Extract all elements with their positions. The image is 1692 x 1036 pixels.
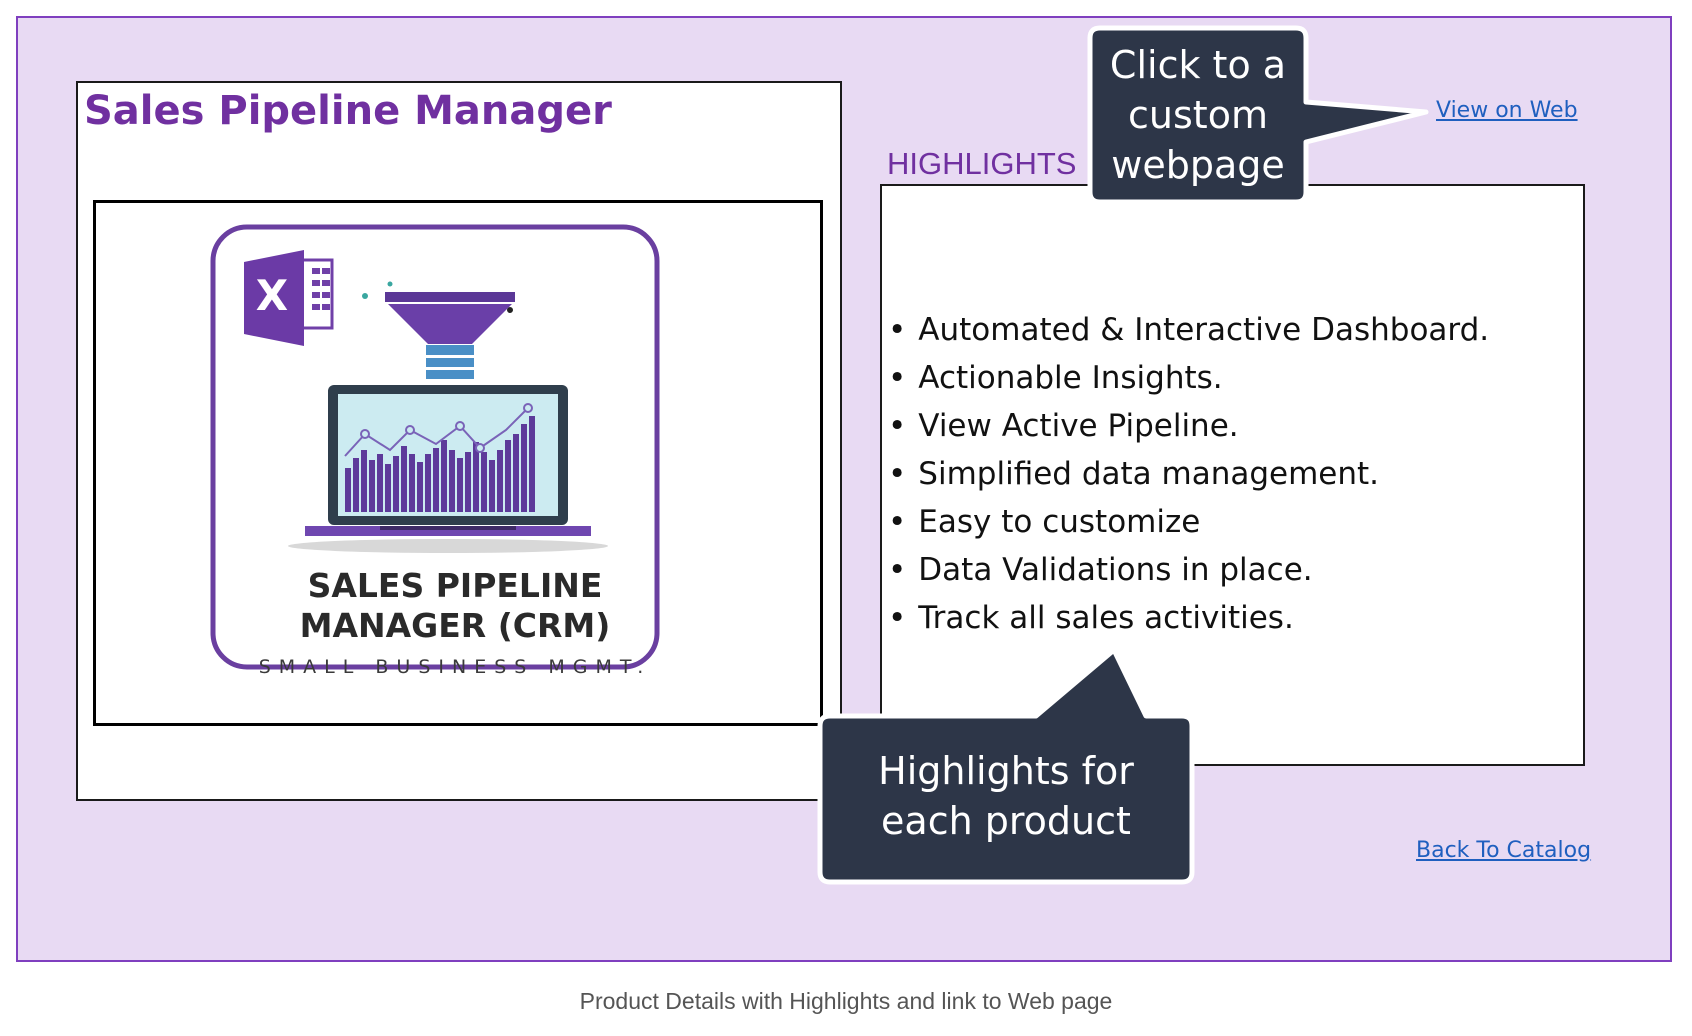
callout-web-line: webpage: [1111, 143, 1285, 187]
highlights-heading: HIGHLIGHTS: [887, 146, 1077, 181]
product-title: Sales Pipeline Manager: [84, 88, 612, 134]
back-to-catalog-link[interactable]: Back To Catalog: [1416, 838, 1592, 863]
highlights-list: Automated & Interactive Dashboard. Actio…: [888, 306, 1489, 642]
highlight-item: Easy to customize: [888, 498, 1489, 546]
highlight-item: Automated & Interactive Dashboard.: [888, 306, 1489, 354]
svg-text:X: X: [256, 271, 288, 320]
callout-highlights-line: Highlights for: [878, 749, 1134, 793]
callout-web-text: Click to a custom webpage: [1092, 40, 1304, 190]
funnel-icon: [385, 292, 515, 379]
callout-web-line: Click to a: [1109, 43, 1287, 87]
highlight-item: Data Validations in place.: [888, 546, 1489, 594]
logo-text-subtitle: MANAGER (CRM): [299, 606, 611, 645]
highlight-item: View Active Pipeline.: [888, 402, 1489, 450]
figure-caption: Product Details with Highlights and link…: [579, 988, 1113, 1014]
callout-web-line: custom: [1128, 93, 1268, 137]
logo-text-tagline: SMALL BUSINESS MGMT.: [258, 656, 652, 678]
logo-text-title: SALES PIPELINE: [307, 566, 603, 605]
highlight-item: Actionable Insights.: [888, 354, 1489, 402]
callout-highlights-line: each product: [881, 799, 1131, 843]
callout-highlights-text: Highlights for each product: [826, 746, 1186, 846]
excel-icon: X: [244, 250, 334, 346]
view-on-web-link[interactable]: View on Web: [1436, 98, 1578, 123]
highlight-item: Simplified data management.: [888, 450, 1489, 498]
sales-pipeline-logo-icon: X: [210, 224, 660, 670]
highlight-item: Track all sales activities.: [888, 594, 1489, 642]
laptop-chart-icon: [288, 385, 608, 553]
